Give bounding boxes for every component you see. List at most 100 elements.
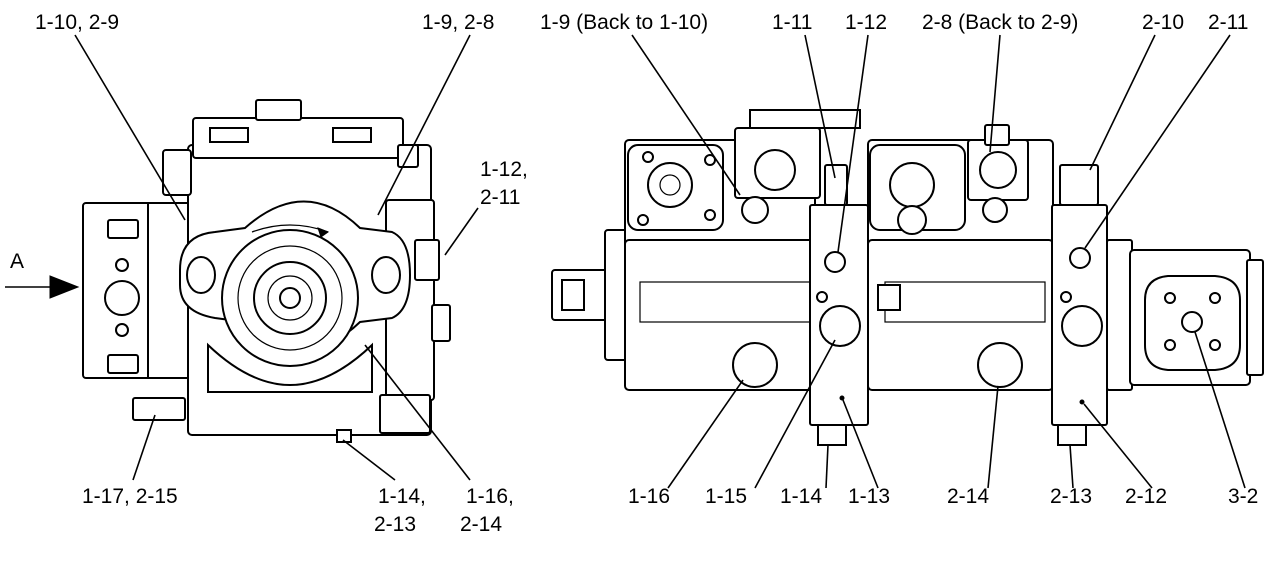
label-2-14: 2-14	[947, 485, 989, 508]
view-arrow-head	[49, 275, 80, 299]
leader-2-10	[1089, 34, 1156, 171]
leader-1-15	[754, 339, 836, 489]
leader-1-17-2-15	[132, 414, 156, 481]
leader-2-14	[987, 385, 999, 489]
center-plug	[816, 291, 828, 303]
port-1-16	[732, 342, 778, 388]
port-1-12	[414, 239, 440, 281]
port-2-12-main	[1061, 305, 1103, 347]
port-1-14	[817, 424, 847, 446]
center-plug-2	[1060, 291, 1072, 303]
gear-pump-end	[1246, 259, 1264, 376]
pump2-filter	[897, 205, 927, 235]
pump1-valve-port	[754, 149, 796, 191]
top-bolt	[255, 99, 302, 121]
label-1-17-2-15: 1-17, 2-15	[82, 485, 178, 508]
bottom-right-port	[379, 394, 431, 434]
port-2-13	[1057, 424, 1087, 446]
pump1-bolt-c	[637, 214, 649, 226]
side-fin	[162, 149, 192, 196]
leader-2-8-back	[989, 34, 1001, 153]
pump1-cover-boss	[647, 162, 693, 208]
label-1-9-2-8: 1-9, 2-8	[422, 11, 494, 34]
right-side-view	[551, 109, 1264, 446]
leader-1-9-2-8	[377, 34, 471, 216]
label-3-2: 3-2	[1228, 485, 1258, 508]
label-1-9-back: 1-9 (Back to 1-10)	[540, 11, 708, 34]
leader-1-16-2-14	[364, 344, 471, 481]
shaft-spline-inner	[267, 275, 313, 321]
pump2-lower	[867, 239, 1054, 391]
shaft-pilot-inner	[237, 245, 343, 351]
label-2-11: 2-11	[1208, 11, 1248, 34]
label-1-15: 1-15	[705, 485, 747, 508]
shaft-stub-key	[561, 279, 585, 311]
flange-hole-1	[115, 258, 129, 272]
label-1-16-line1: 1-16,	[466, 485, 514, 508]
flange-port	[104, 280, 140, 316]
leader-1-12-2-11	[444, 207, 479, 256]
pump2-key	[877, 284, 901, 311]
gear-bolt-4	[1209, 339, 1221, 351]
port-2-11	[1069, 247, 1091, 269]
leader-1-13	[842, 399, 879, 489]
label-1-10-2-9: 1-10, 2-9	[35, 11, 119, 34]
port-1-15	[819, 305, 861, 347]
label-1-12-line1: 1-12,	[480, 158, 528, 181]
shaft-center	[279, 287, 301, 309]
top-boss-2	[332, 127, 372, 143]
label-1-14: 1-14	[780, 485, 822, 508]
pump2-cover-boss	[889, 162, 935, 208]
label-2-8-back: 2-8 (Back to 2-9)	[922, 11, 1078, 34]
rear-adapter	[1106, 239, 1133, 391]
leader-1-14	[825, 444, 829, 489]
top-boss-1	[209, 127, 249, 143]
label-1-13: 1-13	[848, 485, 890, 508]
port-1-11	[824, 164, 848, 206]
leader-2-12	[1083, 403, 1153, 489]
port-2-8	[979, 151, 1017, 189]
label-1-12-line2: 2-11	[480, 186, 520, 209]
pump1-lower	[624, 239, 816, 391]
leader-3-2	[1194, 331, 1246, 489]
leader-2-11	[1084, 34, 1231, 249]
leader-lines	[74, 34, 1246, 489]
flange-slot-left	[186, 256, 216, 294]
gear-bolt-3	[1164, 339, 1176, 351]
bottom-plug	[336, 429, 352, 443]
view-marker-label: A	[10, 250, 24, 273]
side-port	[431, 304, 451, 342]
port-3-2	[1181, 311, 1203, 333]
leader-1-9-back	[631, 34, 741, 196]
rotation-arrow-head	[317, 227, 330, 238]
port-1-13-dot	[839, 395, 845, 401]
leader-2-13	[1069, 444, 1074, 489]
label-1-14-line2: 2-13	[374, 513, 416, 536]
label-1-16: 1-16	[628, 485, 670, 508]
label-1-14-line1: 1-14,	[378, 485, 426, 508]
flange-bolt-bottom	[107, 354, 139, 374]
label-1-12: 1-12	[845, 11, 887, 34]
view-marker: A	[5, 250, 80, 299]
left-end-view	[82, 99, 451, 443]
top-bracket	[749, 109, 861, 129]
leader-1-14-2-13	[342, 439, 396, 481]
callout-labels: 1-10, 2-9 1-9, 2-8 1-12, 2-11 1-17, 2-15…	[35, 11, 1258, 536]
port-1-9	[741, 196, 769, 224]
flange-hole-2	[115, 323, 129, 337]
pump2-boss	[982, 197, 1008, 223]
leader-1-16	[667, 379, 744, 489]
leader-1-12	[837, 34, 869, 253]
gear-bolt-2	[1209, 292, 1221, 304]
gear-bolt-1	[1164, 292, 1176, 304]
port-2-12-dot	[1079, 399, 1085, 405]
front-flange	[604, 229, 628, 361]
flange-slot-right	[371, 256, 401, 294]
pump1-bolt-d	[704, 209, 716, 221]
label-1-16-line2: 2-14	[460, 513, 502, 536]
label-2-10: 2-10	[1142, 11, 1184, 34]
label-2-13: 2-13	[1050, 485, 1092, 508]
leader-1-10-2-9	[74, 34, 186, 221]
solenoid-connector	[984, 124, 1010, 146]
